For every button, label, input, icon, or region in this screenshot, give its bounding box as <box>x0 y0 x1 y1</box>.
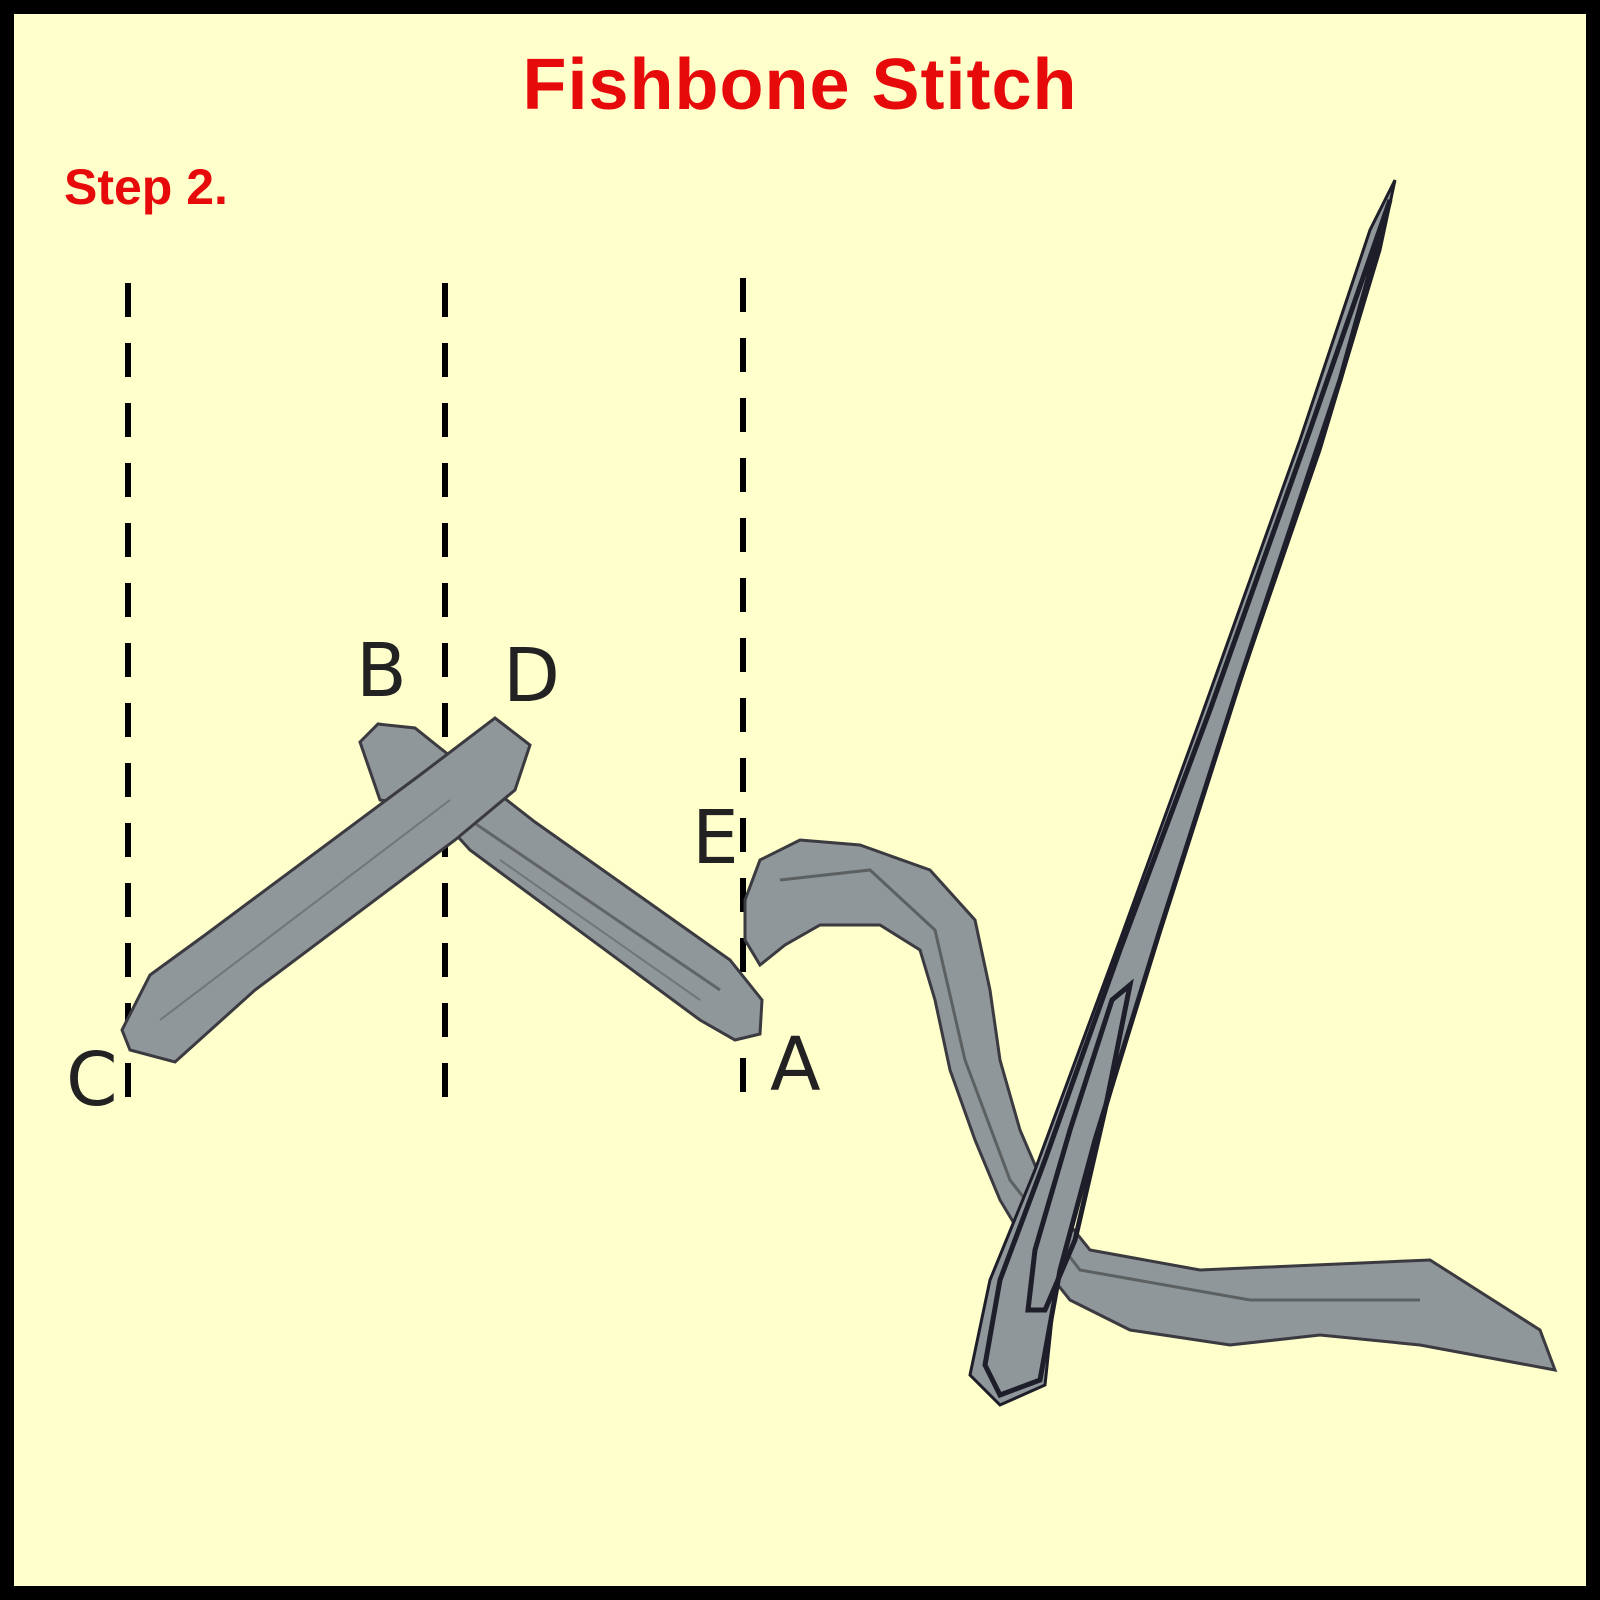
point-label-c: C <box>66 1037 118 1123</box>
stitch-a-b <box>358 722 764 1042</box>
point-label-b: B <box>356 628 407 714</box>
needle-eye <box>1025 978 1134 1313</box>
point-label-a: A <box>770 1022 821 1108</box>
point-label-e: E <box>692 795 739 881</box>
stitch-c-d <box>120 716 532 1064</box>
thread <box>743 838 1558 1372</box>
point-label-d: D <box>503 633 560 719</box>
needle-icon <box>968 179 1397 1407</box>
step-label: Step 2. <box>64 159 228 215</box>
guide-lines <box>125 278 746 1110</box>
page-title: Fishbone Stitch <box>522 45 1078 125</box>
